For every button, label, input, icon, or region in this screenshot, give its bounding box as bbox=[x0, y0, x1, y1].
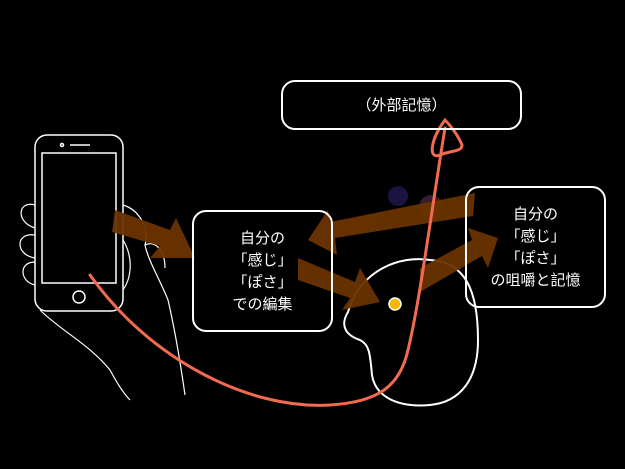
memory-line: 「ぽさ」 bbox=[505, 249, 566, 267]
external-memory-box: （外部記憶） bbox=[281, 80, 522, 130]
memory-curve-arrow bbox=[88, 117, 464, 407]
flow-arrows bbox=[112, 193, 498, 310]
background-blob bbox=[388, 186, 408, 206]
arrow-head-to-memory bbox=[420, 228, 498, 292]
editing-line: での編集 bbox=[232, 295, 293, 313]
memory-box: 自分の 「感じ」 「ぽさ」 の咀嚼と記憶 bbox=[465, 186, 606, 308]
memory-line: 「感じ」 bbox=[505, 227, 566, 245]
memory-line: の咀嚼と記憶 bbox=[490, 271, 581, 289]
memory-line: 自分の bbox=[512, 205, 558, 223]
arrow-phone-to-editing bbox=[112, 210, 195, 258]
external-memory-label: （外部記憶） bbox=[356, 96, 447, 114]
smartphone-icon bbox=[34, 134, 124, 312]
editing-box: 自分の 「感じ」 「ぽさ」 での編集 bbox=[192, 210, 333, 332]
editing-line: 「感じ」 bbox=[232, 251, 293, 269]
editing-line: 自分の bbox=[239, 229, 285, 247]
arrow-editing-to-head bbox=[298, 258, 380, 310]
yellow-dot bbox=[388, 297, 402, 311]
editing-line: 「ぽさ」 bbox=[232, 273, 293, 291]
